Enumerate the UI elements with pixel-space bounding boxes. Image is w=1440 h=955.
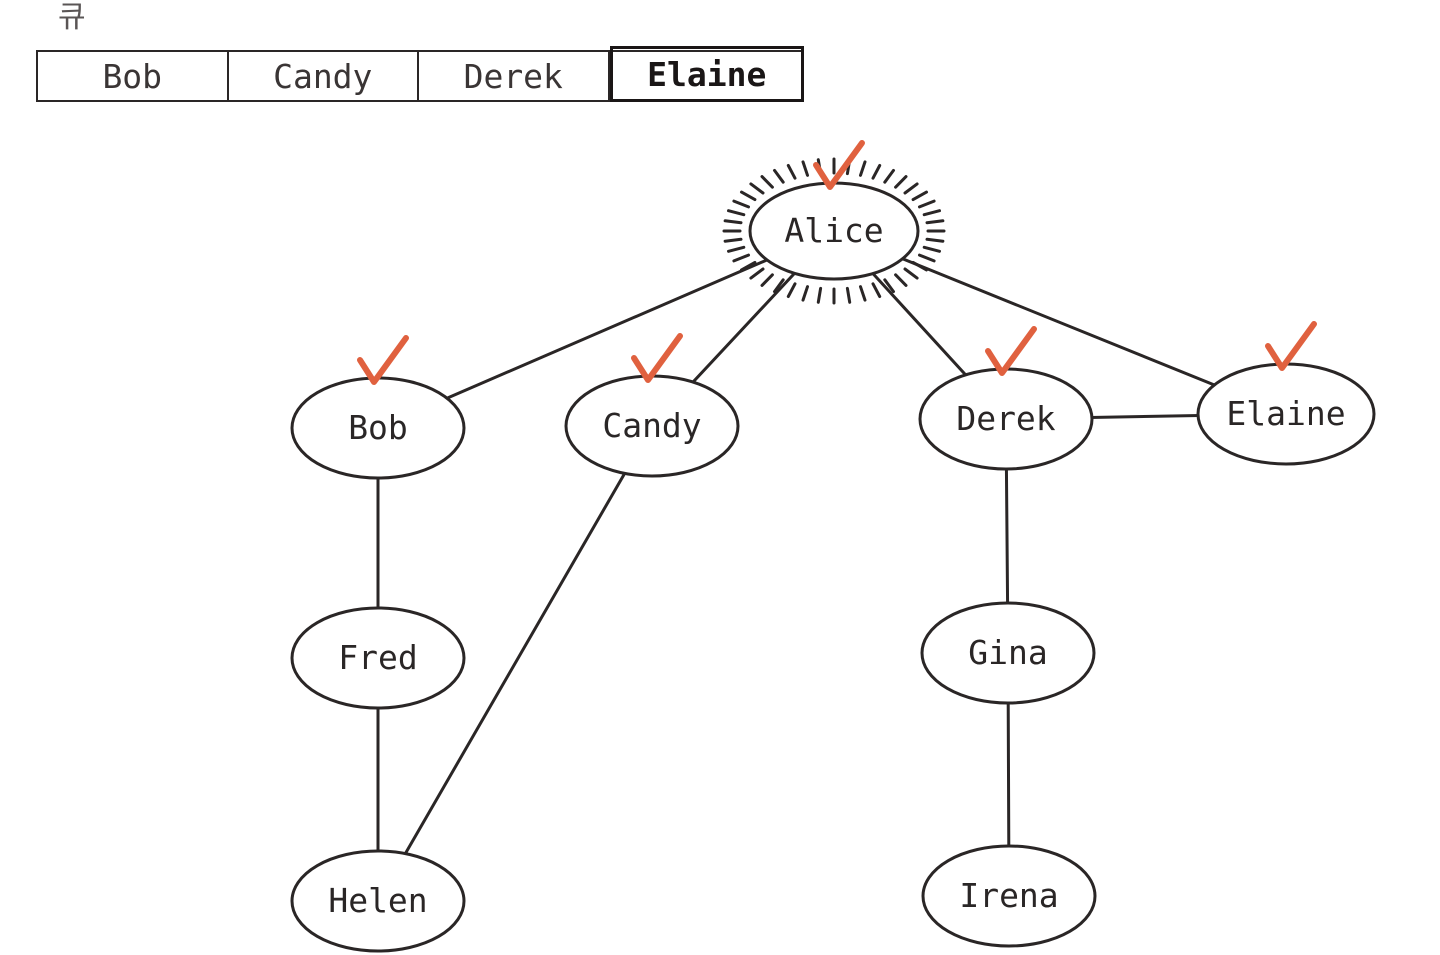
node-label: Gina	[968, 633, 1047, 672]
highlight-ray	[773, 278, 785, 294]
node-label: Elaine	[1226, 394, 1345, 433]
graph-checks	[357, 140, 1317, 385]
node-elaine: Elaine	[1196, 362, 1376, 466]
highlight-ray	[922, 209, 941, 217]
check-icon	[357, 335, 409, 385]
node-label: Candy	[602, 406, 701, 445]
node-label: Fred	[338, 638, 417, 677]
node-label: Derek	[956, 399, 1055, 438]
node-ellipse	[290, 606, 466, 710]
highlight-ray	[740, 190, 757, 202]
highlight-ray	[732, 253, 750, 263]
highlight-ray	[723, 219, 743, 225]
highlight-ray	[911, 190, 928, 202]
highlight-ray	[760, 273, 774, 287]
highlight-ray	[894, 273, 908, 287]
queue-label: 큐	[58, 0, 86, 35]
node-label: Irena	[959, 876, 1058, 915]
node-label: Bob	[348, 408, 408, 447]
highlight-ray	[727, 245, 746, 253]
node-candy: Candy	[564, 374, 740, 478]
highlight-ray	[801, 160, 809, 177]
node-ellipse	[920, 601, 1096, 705]
highlight-ray	[727, 209, 746, 217]
queue-cell: Candy	[229, 52, 419, 100]
node-gina: Gina	[920, 601, 1096, 705]
edge-alice-elaine	[832, 229, 1288, 416]
node-helen: Helen	[290, 849, 466, 953]
queue-cell: Bob	[38, 52, 229, 100]
highlight-ray	[801, 285, 809, 302]
highlight-ray	[871, 282, 882, 298]
highlight-ray	[859, 285, 867, 302]
node-label: Helen	[328, 881, 427, 920]
highlight-ray	[894, 175, 908, 189]
highlight-ray	[740, 260, 757, 272]
highlight-ray	[749, 267, 765, 280]
check-icon	[813, 140, 865, 190]
graph-edges	[376, 229, 1288, 903]
highlight-ray	[925, 237, 945, 243]
node-alice: Alice	[748, 181, 920, 281]
highlight-ray	[786, 164, 797, 180]
highlight-ray	[871, 164, 882, 180]
highlight-ray	[816, 286, 823, 304]
check-icon	[985, 326, 1037, 376]
queue-cell: Derek	[419, 52, 610, 100]
queue-cell-current: Elaine	[609, 46, 804, 102]
highlight-ray	[760, 175, 774, 189]
highlight-ray	[732, 199, 750, 209]
highlight-ray	[922, 245, 941, 253]
highlight-ray	[723, 237, 743, 243]
node-label: Alice	[784, 211, 883, 250]
node-derek: Derek	[918, 367, 1094, 471]
queue-box: Bob Candy Derek Elaine	[36, 46, 804, 102]
highlight-ray	[883, 278, 895, 294]
highlight-ray	[918, 199, 936, 209]
highlight-ray	[845, 286, 852, 304]
highlight-ray	[773, 168, 785, 184]
highlight-ray	[918, 253, 936, 263]
node-irena: Irena	[921, 844, 1097, 948]
highlight-ray	[903, 267, 919, 280]
highlight-ray	[786, 282, 797, 298]
highlight-ray	[903, 182, 919, 195]
check-icon	[631, 333, 683, 383]
highlight-ray	[859, 160, 867, 177]
highlight-ray	[925, 219, 945, 225]
node-fred: Fred	[290, 606, 466, 710]
edge-alice-bob	[376, 229, 836, 430]
highlight-ray	[911, 260, 928, 272]
highlight-ray	[749, 182, 765, 195]
node-ellipse	[290, 849, 466, 953]
node-bob: Bob	[290, 376, 466, 480]
highlight-burst	[722, 157, 946, 305]
edge-candy-helen	[376, 424, 654, 903]
highlight-ray	[883, 168, 895, 184]
check-icon	[1265, 321, 1317, 371]
node-ellipse	[921, 844, 1097, 948]
